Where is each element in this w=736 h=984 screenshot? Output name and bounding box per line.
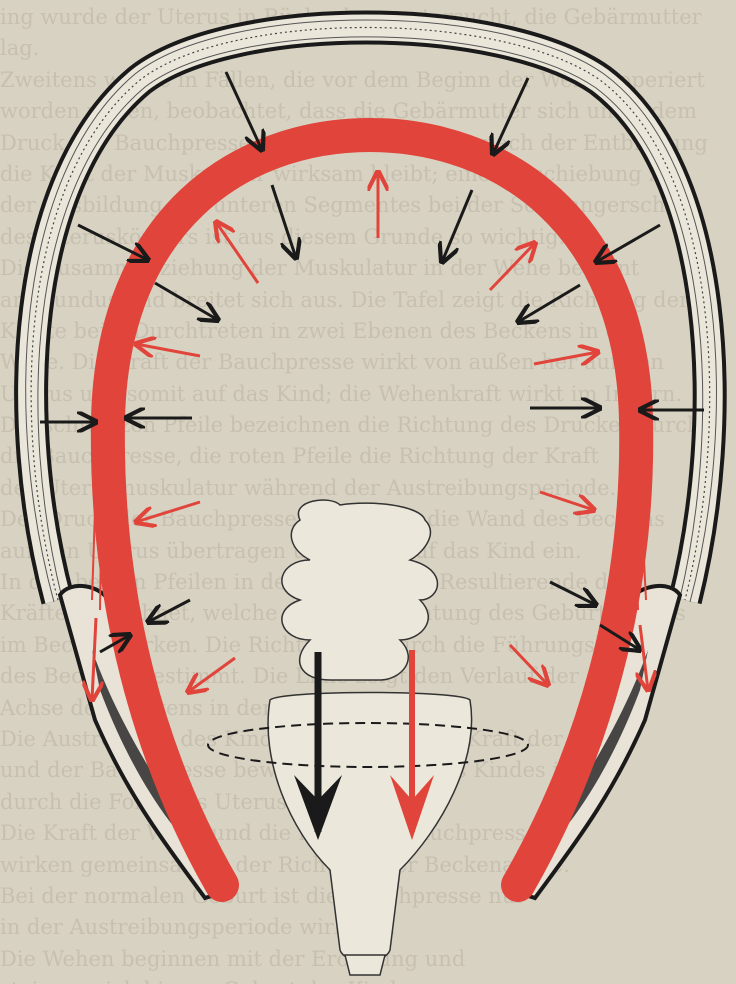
black-arrow-inward-1 bbox=[226, 72, 262, 150]
black-arrow-inward-8 bbox=[518, 285, 580, 322]
red-arrow-outward-7 bbox=[540, 492, 594, 510]
black-arrow-inward-14 bbox=[550, 582, 596, 605]
red-arrow-outward-3 bbox=[490, 243, 535, 290]
red-arrow-outward-6 bbox=[136, 502, 200, 522]
black-arrow-inward-2 bbox=[493, 78, 528, 154]
spine-sacrum bbox=[208, 500, 528, 975]
black-arrow-inward-3 bbox=[272, 185, 296, 258]
red-arrow-outward-8 bbox=[188, 658, 235, 692]
red-arrow-outward-2 bbox=[216, 222, 258, 283]
black-arrow-inward-13 bbox=[148, 600, 190, 622]
black-arrow-inward-7 bbox=[155, 283, 218, 320]
black-arrow-inward-4 bbox=[442, 190, 472, 262]
black-arrow-inward-5 bbox=[78, 225, 148, 260]
red-arrow-outward-5 bbox=[534, 352, 598, 364]
red-arrow-outward-4 bbox=[136, 344, 200, 356]
red-arrow-outward-9 bbox=[510, 645, 548, 685]
